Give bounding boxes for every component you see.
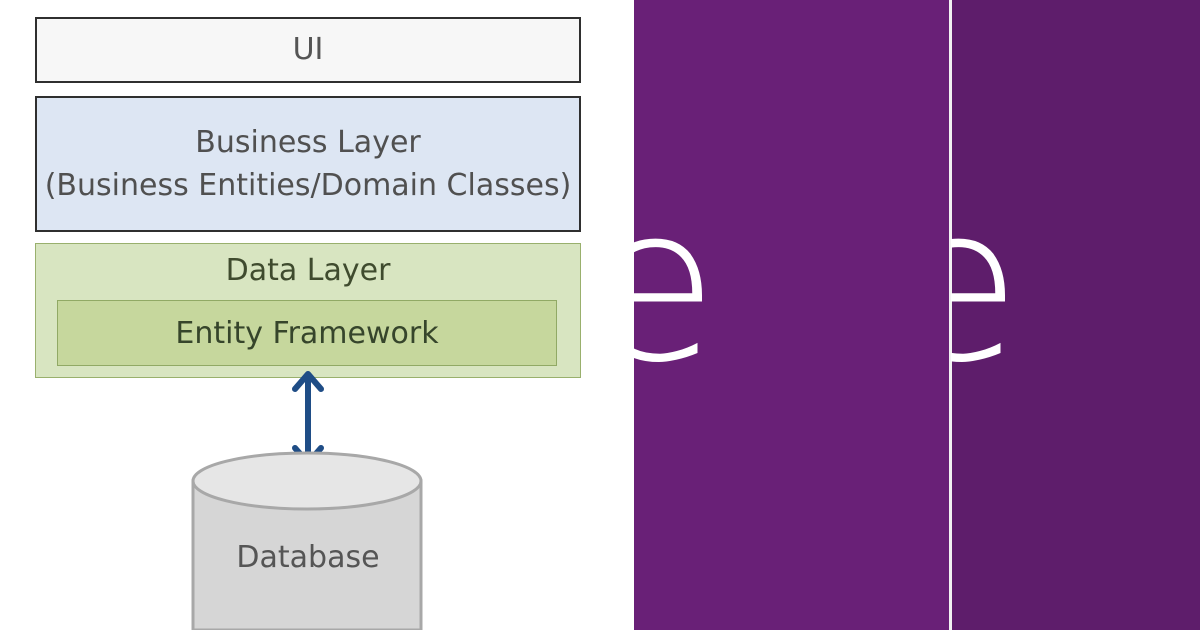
business-layer-title: Business Layer <box>195 124 421 160</box>
logo-e-partial-icon: e <box>889 159 1022 410</box>
database-cylinder <box>191 451 423 630</box>
business-layer-subtitle: (Business Entities/Domain Classes) <box>44 168 572 203</box>
business-layer-box: Business Layer (Business Entities/Domain… <box>35 96 581 232</box>
panel-divider <box>949 0 952 630</box>
arrow-up-head <box>292 371 324 392</box>
purple-logo-area: e e <box>634 0 1200 630</box>
entity-framework-box: Entity Framework <box>57 300 557 366</box>
ui-layer-label: UI <box>292 32 324 68</box>
right-purple-panel <box>952 0 1200 630</box>
left-purple-panel <box>634 0 949 630</box>
database-label: Database <box>236 540 380 575</box>
data-layer-title: Data Layer <box>225 253 391 288</box>
logo-e-icon: e <box>634 159 719 410</box>
database-top <box>191 451 423 511</box>
data-layer-box: Data Layer Entity Framework <box>35 243 581 378</box>
ui-layer-box: UI <box>35 17 581 83</box>
entity-framework-label: Entity Framework <box>175 315 439 351</box>
architecture-diagram: UI Business Layer (Business Entities/Dom… <box>35 17 581 630</box>
